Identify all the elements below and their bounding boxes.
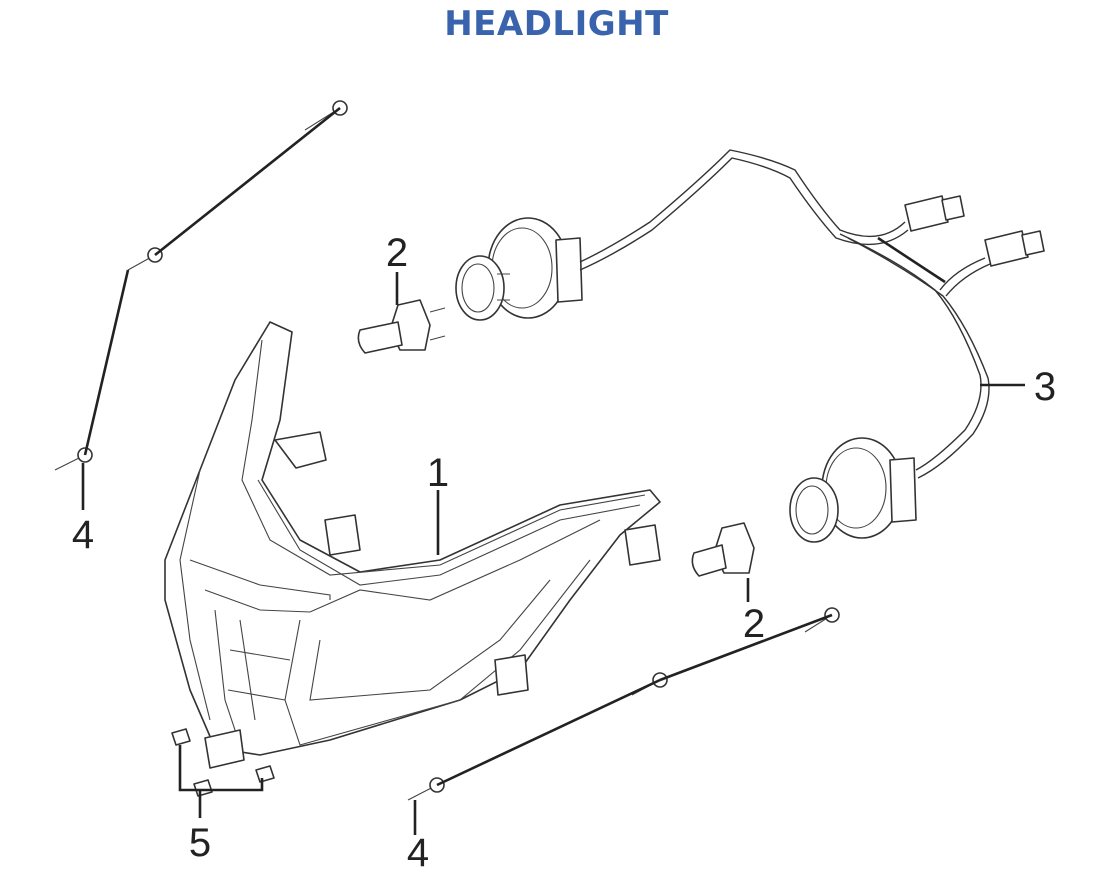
upper-bulb xyxy=(357,299,446,354)
lower-bulb xyxy=(691,522,755,577)
upper-socket xyxy=(455,217,583,321)
callout-4-bottom: 4 xyxy=(407,831,429,875)
lower-socket xyxy=(789,437,917,543)
callout-3: 3 xyxy=(1034,365,1056,409)
leader-lines xyxy=(81,106,1025,835)
callout-2-lower: 2 xyxy=(743,602,765,646)
callout-2-upper: 2 xyxy=(386,231,408,275)
callout-1: 1 xyxy=(427,451,449,495)
headlight-housing xyxy=(164,321,661,769)
callout-4-left: 4 xyxy=(72,513,94,557)
screw-upper-left xyxy=(54,100,348,471)
clip-nuts xyxy=(171,728,275,797)
wiring-harness xyxy=(579,149,1045,479)
callout-5: 5 xyxy=(189,821,211,865)
diagram-title: HEADLIGHT xyxy=(444,4,669,44)
